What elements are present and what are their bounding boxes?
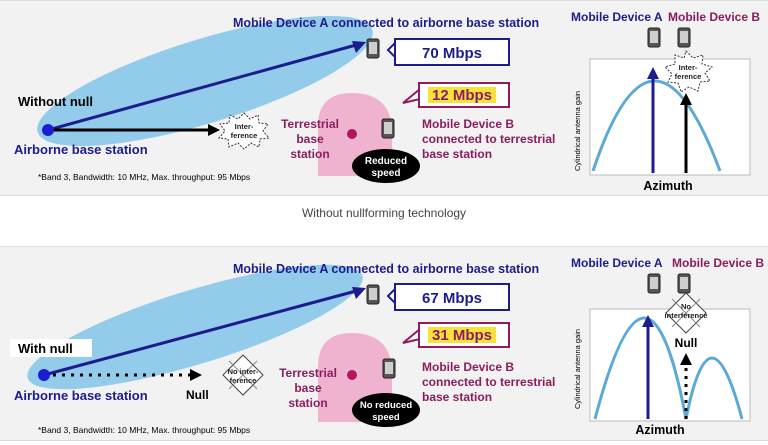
footnote: *Band 3, Bandwidth: 10 MHz, Max. through…: [38, 425, 250, 435]
speed-a-box: [394, 38, 510, 66]
mobile-b-text-3: base station: [422, 390, 492, 404]
terrestrial-label-2: base: [296, 132, 324, 146]
chart-interf-text-1: Inter-: [679, 63, 698, 72]
speed-b-value: 31 Mbps: [432, 327, 492, 344]
y-axis-label: Cylindrical antenna gain: [573, 91, 582, 171]
arrow-head-icon: [680, 353, 692, 365]
airborne-label: Airborne base station: [14, 142, 148, 157]
terrestrial-label-2: base: [294, 381, 322, 395]
phone-screen: [650, 277, 658, 289]
cross-line: [228, 360, 258, 390]
airborne-station-dot: [42, 124, 54, 136]
null-word: Null: [186, 388, 209, 402]
speed-status-text-1: Reduced: [365, 156, 407, 167]
with-null-panel: With null Airborne base station Null No …: [0, 246, 768, 441]
gain-curve-main: [593, 316, 688, 420]
chart-label-b: Mobile Device B: [672, 256, 764, 270]
arrow-head-icon: [680, 93, 692, 105]
speed-status-oval: [352, 393, 420, 427]
chart-no-interf-text-1: No: [681, 302, 691, 311]
gain-chart-frame: [589, 308, 751, 422]
terrestrial-label-3: station: [290, 147, 329, 161]
mobile-b-text-2: connected to terrestrial: [422, 132, 555, 146]
speed-status-text-2: speed: [372, 168, 401, 179]
mobile-a-title: Mobile Device A connected to airborne ba…: [233, 262, 539, 276]
x-axis-label: Azimuth: [643, 179, 692, 193]
null-label: Without null: [18, 94, 93, 109]
phone-screen: [650, 31, 658, 43]
arrow-head-icon: [352, 287, 366, 299]
cross-line: [671, 298, 701, 328]
no-interference-text-1: No inter-: [228, 367, 259, 376]
mobile-b-text-2: connected to terrestrial: [422, 375, 555, 389]
phone-screen: [369, 42, 377, 54]
phone-screen: [680, 31, 688, 43]
null-label: With null: [18, 341, 73, 356]
terrestrial-station-dot: [347, 129, 357, 139]
phone-screen: [680, 277, 688, 289]
terrestrial-label-1: Terrestrial: [279, 366, 337, 380]
label-patch: [10, 339, 92, 357]
chart-label-b: Mobile Device B: [668, 10, 760, 24]
without-null-diagram: Without null Airborne base station Inter…: [14, 10, 760, 193]
arrow-head-icon: [642, 315, 654, 327]
caption: Without nullforming technology: [301, 206, 467, 220]
interference-text-1: Inter-: [235, 122, 254, 131]
callout-pointer: [386, 286, 396, 306]
gain-curve: [591, 79, 722, 172]
chart-null-label: Null: [675, 336, 698, 350]
callout-pointer: [386, 40, 396, 60]
terrestrial-station-dot: [347, 370, 357, 380]
speed-a-value: 70 Mbps: [422, 45, 482, 62]
arrow-head-icon: [352, 41, 366, 53]
without-null-panel: Without null Airborne base station Inter…: [0, 0, 768, 196]
speed-b-highlight: [428, 87, 496, 103]
airborne-label: Airborne base station: [14, 388, 148, 403]
chart-no-interf-text-2: interference: [665, 311, 708, 320]
speed-status-oval: [352, 149, 420, 183]
mobile-b-text-1: Mobile Device B: [422, 360, 514, 374]
chart-label-a: Mobile Device A: [571, 256, 663, 270]
terrestrial-label-1: Terrestrial: [281, 117, 339, 131]
link-arrow-a: [47, 43, 357, 132]
speed-b-highlight: [428, 327, 496, 343]
speed-status-text-1: No reduced: [360, 400, 412, 411]
x-axis-label: Azimuth: [635, 423, 684, 437]
no-interference-text-2: ference: [230, 376, 257, 385]
mobile-b-text-1: Mobile Device B: [422, 117, 514, 131]
chart-label-a: Mobile Device A: [571, 10, 663, 24]
mobile-a-title: Mobile Device A connected to airborne ba…: [233, 16, 539, 30]
with-null-diagram: With null Airborne base station Null No …: [10, 256, 764, 437]
link-arrow-a: [43, 289, 357, 377]
callout-pointer: [402, 86, 421, 104]
chart-interf-text-2: ference: [675, 72, 702, 81]
arrow-head-icon: [208, 124, 220, 136]
interference-burst-icon: [218, 112, 270, 150]
arrow-head-icon: [190, 369, 202, 381]
footnote: *Band 3, Bandwidth: 10 MHz, Max. through…: [38, 172, 250, 182]
speed-status-text-2: speed: [372, 412, 400, 423]
speed-a-value: 67 Mbps: [422, 290, 482, 307]
speed-a-box: [394, 283, 510, 311]
airborne-station-dot: [38, 369, 50, 381]
terrestrial-label-3: station: [288, 396, 327, 410]
chart-interference-icon: [664, 50, 714, 93]
mobile-b-text-3: base station: [422, 147, 492, 161]
phone-screen: [384, 122, 392, 134]
phone-screen: [385, 362, 393, 374]
interference-text-2: ference: [231, 131, 258, 140]
callout-pointer: [402, 326, 421, 344]
airborne-beam: [37, 15, 373, 147]
phone-screen: [369, 288, 377, 300]
gain-curve-side: [684, 356, 744, 420]
speed-b-value: 12 Mbps: [432, 87, 492, 104]
arrow-head-icon: [647, 67, 659, 79]
y-axis-label: Cylindrical antenna gain: [573, 329, 582, 409]
